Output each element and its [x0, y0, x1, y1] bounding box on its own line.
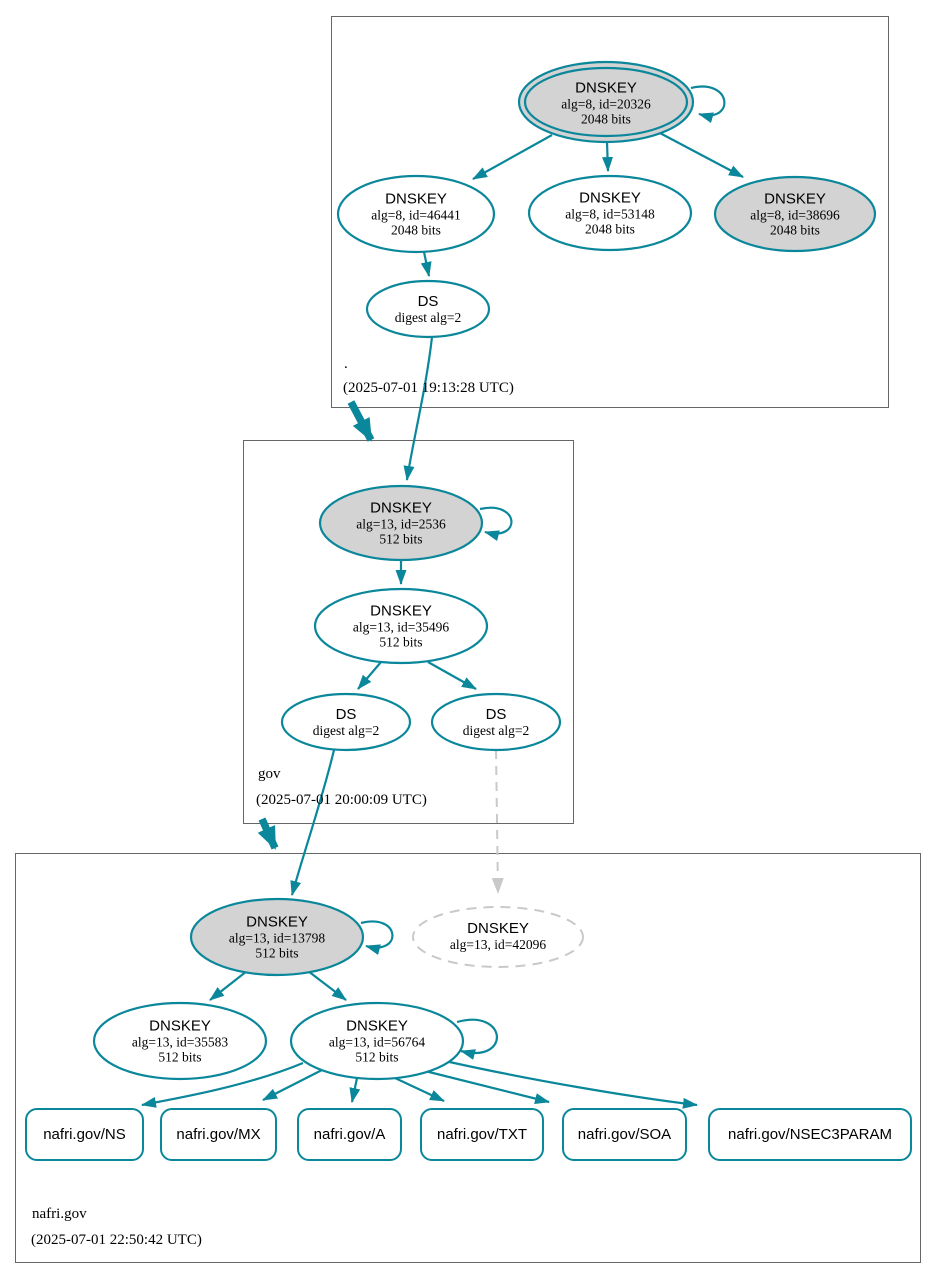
zone-name-nafri-gov: nafri.gov: [32, 1206, 87, 1222]
ellipse-zsk-56764: [289, 1001, 465, 1081]
rrset-nafri-gov-soa: nafri.gov/SOA: [562, 1108, 687, 1161]
rrset-label: nafri.gov/MX: [176, 1126, 261, 1143]
ellipse-ksk-2536: [318, 484, 484, 562]
rrset-nafri-gov-nsec3param: nafri.gov/NSEC3PARAM: [708, 1108, 912, 1161]
nodes: [92, 60, 877, 1081]
ellipse-ksk-38696: [713, 175, 877, 253]
edges-gov: [257, 506, 513, 896]
edge-zsk56764-to-ns: [141, 1061, 304, 1108]
edges-root: [347, 85, 744, 481]
edge-ksk20326-to-ksk38696: [657, 131, 744, 178]
zone-timestamp-root: (2025-07-01 19:13:28 UTC): [343, 380, 514, 396]
rrset-label: nafri.gov/NSEC3PARAM: [728, 1126, 892, 1143]
edge-zsk35496-to-ds-left: [357, 661, 382, 690]
edge-ksk13798-to-zsk35583: [209, 970, 248, 1001]
ellipse-zsk-53148: [527, 174, 693, 252]
edge-delegation-gov-to-nafri: [257, 817, 279, 850]
edge-zsk56764-to-a: [349, 1077, 361, 1103]
edge-gov-ds-to-dnskey42096-dashed: [491, 749, 504, 894]
ellipse-ksk-20326-inner: [523, 66, 689, 138]
edge-root-ds-to-gov-ksk: [403, 336, 434, 481]
zone-name-root: .: [344, 356, 348, 372]
zone-timestamp-nafri-gov: (2025-07-01 22:50:42 UTC): [31, 1232, 202, 1248]
edge-zsk56764-to-txt: [394, 1077, 445, 1102]
rrset-label: nafri.gov/TXT: [436, 1126, 528, 1143]
edge-delegation-root-to-gov: [347, 400, 375, 442]
edge-nafri-ksk-selfloop: [360, 920, 394, 955]
zone-box-root: [331, 16, 889, 408]
edge-zsk35496-to-ds-right: [427, 661, 477, 690]
edge-ksk20326-to-zsk53148: [602, 141, 614, 172]
zone-timestamp-gov: (2025-07-01 20:00:09 UTC): [256, 792, 427, 808]
zone-name-gov: gov: [258, 766, 281, 782]
edge-zsk46441-to-ds: [420, 251, 432, 277]
rrset-nafri-gov-txt: nafri.gov/TXT: [420, 1108, 544, 1161]
ellipse-gov-ds-right: [430, 692, 562, 752]
ellipse-zsk-35496: [313, 587, 489, 665]
ellipse-zsk-46441: [336, 174, 496, 254]
edge-ksk13798-to-zsk56764: [307, 970, 347, 1001]
zone-box-gov: [243, 440, 574, 824]
edge-root-ksk-selfloop: [690, 85, 726, 124]
rrset-label: nafri.gov/SOA: [577, 1126, 672, 1143]
ellipse-gov-ds-left: [280, 692, 412, 752]
rrset-nafri-gov-mx: nafri.gov/MX: [160, 1108, 277, 1161]
edge-zsk56764-to-mx: [262, 1069, 323, 1101]
ellipse-ksk-20326-outer: [517, 60, 695, 144]
edge-zsk56764-selfloop: [456, 1018, 498, 1060]
edge-zsk56764-to-soa: [424, 1069, 550, 1104]
edge-gov-ds-to-nafri-ksk: [290, 749, 336, 896]
ellipse-zsk-35583: [92, 1001, 268, 1081]
ellipse-dnskey-42096-dashed: [412, 906, 584, 968]
edge-zsk56764-to-nsec3param: [444, 1059, 698, 1109]
rrset-label: nafri.gov/NS: [43, 1126, 126, 1143]
rrset-nafri-gov-ns: nafri.gov/NS: [25, 1108, 144, 1161]
rrset-nafri-gov-a: nafri.gov/A: [297, 1108, 402, 1161]
edges-nafri-gov: [141, 920, 698, 1109]
edge-ksk20326-to-zsk46441: [472, 134, 553, 180]
edge-gov-ksk-selfloop: [479, 506, 513, 541]
zone-box-nafri-gov: [15, 853, 921, 1263]
rrset-label: nafri.gov/A: [313, 1126, 386, 1143]
ellipse-root-ds: [365, 279, 491, 339]
ellipse-ksk-13798: [189, 897, 365, 977]
